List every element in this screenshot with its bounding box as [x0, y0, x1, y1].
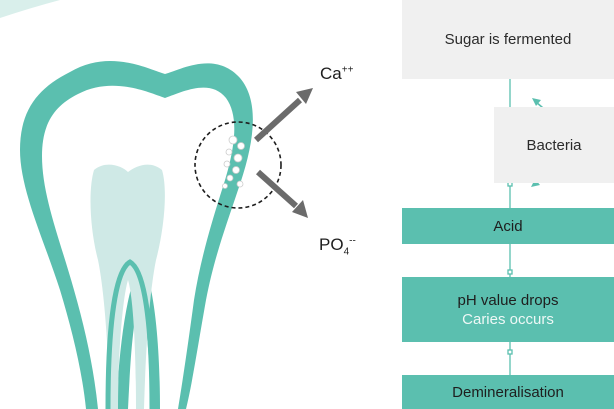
bacteria-label: Bacteria [526, 136, 581, 155]
calcium-label: Ca++ [320, 64, 353, 84]
step-acid: Acid [402, 208, 614, 244]
step-acid-label: Acid [493, 217, 522, 236]
step-ph-drops-label: pH value drops [458, 291, 559, 310]
step-ph-drops: pH value drops Caries occurs [402, 277, 614, 342]
step-sugar-fermented-label: Sugar is fermented [445, 30, 572, 49]
step-caries-occurs-label: Caries occurs [462, 310, 554, 329]
step-sugar-fermented: Sugar is fermented [402, 0, 614, 79]
step-demineralisation-label: Demineralisation [452, 383, 564, 402]
calcium-arrow [256, 100, 300, 140]
phosphate-arrow [258, 172, 296, 206]
bacteria-box: Bacteria [494, 107, 614, 183]
step-demineralisation: Demineralisation [402, 375, 614, 409]
corner-accent [0, 0, 60, 18]
phosphate-label: PO4-- [319, 235, 356, 257]
